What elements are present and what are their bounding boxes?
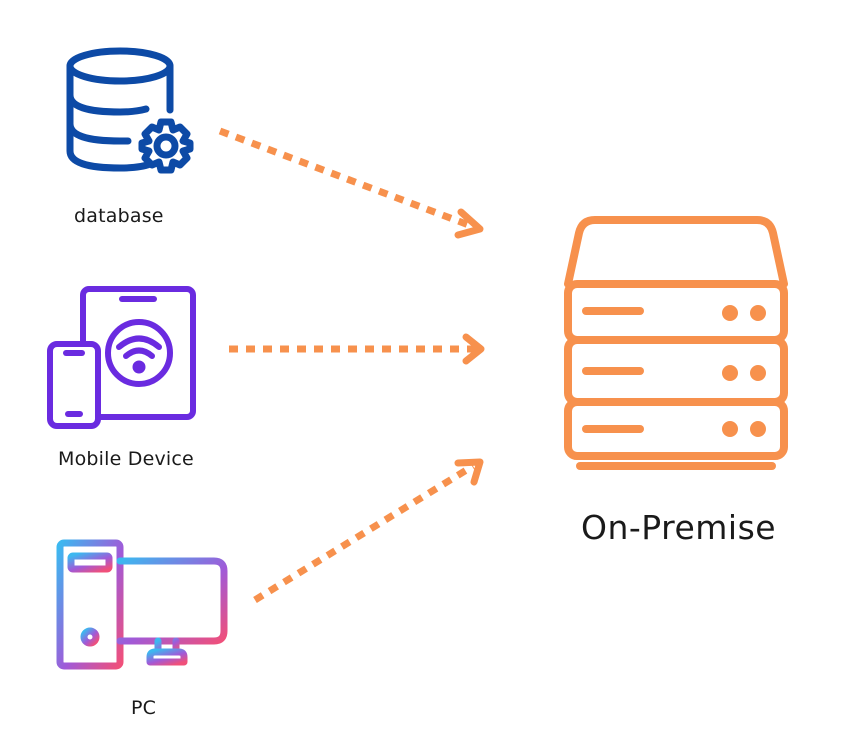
- connector-database-to-server: [218, 127, 484, 239]
- arrowhead: [462, 333, 485, 365]
- connector-mobile-to-server: [229, 333, 485, 365]
- pc-label: PC: [131, 697, 157, 719]
- arrowhead: [454, 458, 484, 486]
- database-gear-icon: [66, 47, 194, 174]
- mobile-device-label: Mobile Device: [58, 448, 194, 470]
- desktop-pc-icon: [56, 539, 228, 670]
- mobile-tablet-wifi-icon: [47, 286, 196, 429]
- on-premise-label: On-Premise: [581, 508, 777, 547]
- connector-pc-to-server: [253, 458, 484, 603]
- server-rack-icon: [564, 216, 788, 470]
- database-label: database: [74, 205, 164, 227]
- arrowhead: [454, 208, 484, 239]
- server-status-lights: [722, 305, 766, 437]
